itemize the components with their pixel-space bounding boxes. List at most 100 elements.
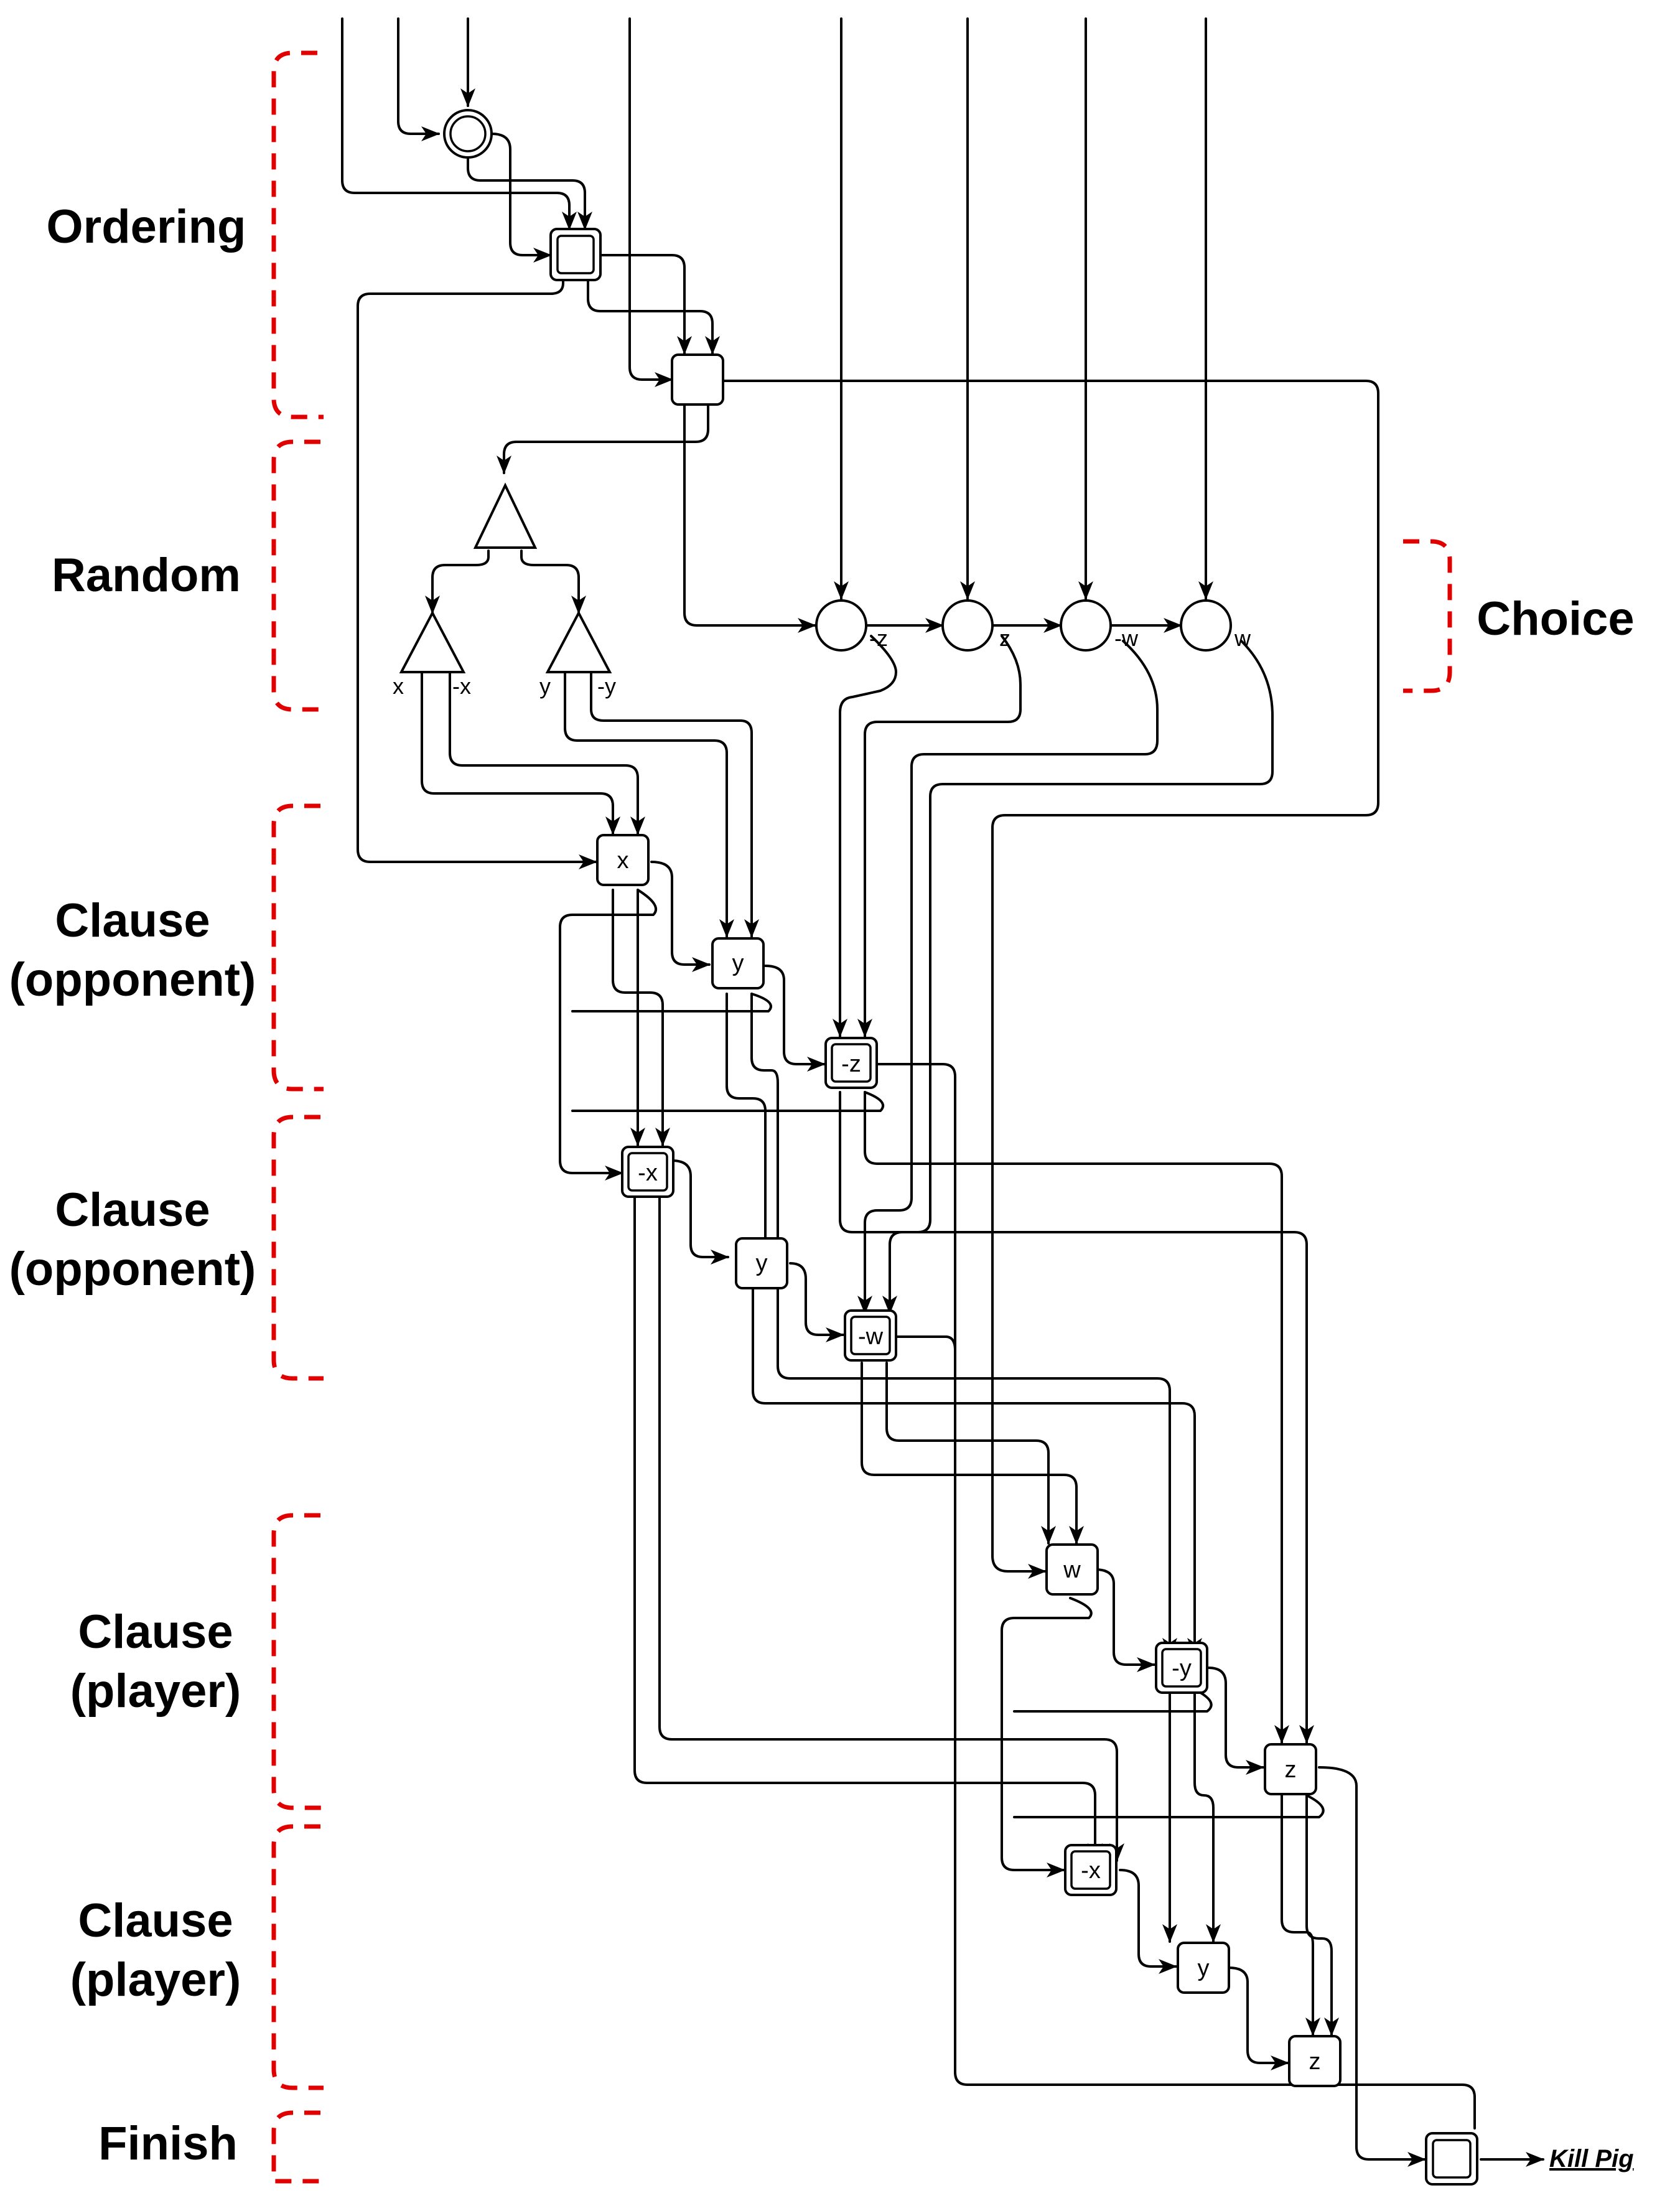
wire-y-to-c1y <box>564 671 734 938</box>
random-y-triangle <box>545 610 612 673</box>
wire-rand-left <box>425 549 490 614</box>
label-clause-opponent-2b: (opponent) <box>9 1243 256 1296</box>
c2-lit2: y <box>756 1250 768 1276</box>
label-clause-opponent-1b: (opponent) <box>9 953 256 1006</box>
random-nodes: x -x y -y <box>393 482 616 699</box>
wire-rand-right <box>520 549 586 614</box>
label-clause-opponent-2a: Clause <box>55 1184 210 1237</box>
wire-w-out <box>882 640 1274 1314</box>
wire-negz-out <box>833 635 897 1037</box>
choice-circle-2 <box>941 599 994 652</box>
brace-clause-opponent-1 <box>271 803 324 1092</box>
clause-player-2: -x y z <box>1064 1844 1342 2087</box>
label-clause-player-1b: (player) <box>70 1665 241 1718</box>
choice-nodes: -z z -w w <box>815 599 1251 652</box>
label-clause-player-1a: Clause <box>78 1606 233 1658</box>
port-z: z <box>999 625 1010 651</box>
port-neg-x: -x <box>452 673 471 699</box>
brace-choice <box>1403 539 1452 693</box>
wire-negw-out <box>857 640 1159 1314</box>
wire-p1z-down1 <box>1281 1794 1320 2036</box>
ordering-square <box>671 353 724 406</box>
wire-p1w-right <box>1094 1568 1155 1672</box>
label-random: Random <box>52 549 241 602</box>
wire-p2x-right <box>1119 1869 1177 1974</box>
clause-opponent-1: x y -z <box>596 834 878 1089</box>
p2-lit1-inner <box>1070 1850 1111 1890</box>
c2-lit1-inner <box>627 1152 668 1192</box>
wire-c1z-down2 <box>864 1091 1289 1744</box>
wire-top-4 <box>628 17 673 387</box>
wire-p1y-right <box>1207 1667 1264 1775</box>
wire-c2x-down2 <box>658 1187 1124 1862</box>
wire-c1z-loop <box>571 1091 885 1112</box>
c2-lit3-inner <box>850 1316 891 1355</box>
p1-lit1: w <box>1063 1557 1081 1583</box>
wire-c2y-down2 <box>777 1284 1177 1657</box>
clause-opponent-2: -x y -w <box>621 1146 897 1362</box>
wire-sq2-down <box>497 403 709 474</box>
p1-lit2: -y <box>1172 1655 1192 1681</box>
p1-lit2-inner <box>1161 1648 1202 1688</box>
p1-lit3: z <box>1285 1757 1297 1783</box>
wire-c2x-right <box>671 1159 729 1265</box>
wire-top-2 <box>397 17 440 141</box>
wire-c1z-down1 <box>839 1091 1314 1744</box>
wire-sq1-right <box>599 254 692 355</box>
wires <box>341 17 1544 2167</box>
wire-c2x-down1 <box>633 1187 1103 1862</box>
c2-lit1: -x <box>638 1160 658 1186</box>
wire-c2y-down1 <box>752 1284 1202 1657</box>
random-root-triangle <box>473 482 538 549</box>
c1-lit3-inner <box>831 1043 872 1083</box>
random-x-triangle <box>399 610 466 673</box>
port-x: x <box>393 673 404 699</box>
wire-sq1-left <box>357 279 597 869</box>
wire-c2w-down1 <box>861 1362 1084 1545</box>
ordering-double-square-inner <box>556 235 595 274</box>
wire-c1y-down2 <box>750 993 785 1271</box>
port-w: w <box>1234 625 1251 651</box>
label-clause-opponent-1a: Clause <box>55 894 210 947</box>
wire-circle-down <box>467 157 592 230</box>
wire-p1z-right <box>1318 1766 1426 2167</box>
wire-circle-right <box>490 133 552 263</box>
wire-x-to-c1x <box>421 671 620 835</box>
section-labels: Ordering Random Clause (opponent) Clause… <box>9 200 1635 2170</box>
c1-lit2: y <box>732 950 744 976</box>
p2-lit2: y <box>1198 1955 1210 1981</box>
wire-p2y-right <box>1228 1966 1289 2070</box>
brace-finish <box>271 2110 324 2184</box>
brace-clause-player-2 <box>271 1824 324 2090</box>
label-clause-player-2b: (player) <box>70 1953 241 2006</box>
finish-double-square-inner <box>1432 2139 1472 2179</box>
ordering-double-circle-inner <box>449 115 487 152</box>
wire-c2y-right <box>789 1262 844 1342</box>
p2-lit2-box <box>1177 1942 1230 1994</box>
brace-clause-opponent-2 <box>271 1115 324 1381</box>
choice-circle-3 <box>1060 599 1112 652</box>
wire-sq2-right <box>722 380 1379 1557</box>
wire-sq2-choice <box>683 403 816 633</box>
label-finish: Finish <box>98 2117 238 2170</box>
c1-lit2-box <box>711 937 765 989</box>
p2-lit3-box <box>1288 2035 1342 2087</box>
wire-p1y-down2 <box>1193 1688 1221 1943</box>
wire-c1y-down1 <box>726 993 773 1271</box>
port-neg-w: -w <box>1114 625 1139 651</box>
wire-top-1 <box>341 17 577 230</box>
wire-negy-to-c1y <box>590 671 759 938</box>
c2-lit2-box <box>735 1237 788 1289</box>
wire-c2w-down2 <box>885 1362 1056 1545</box>
p2-lit1: -x <box>1081 1858 1101 1884</box>
wire-z-out <box>857 635 1022 1037</box>
brace-random <box>271 439 324 712</box>
c1-lit3: -z <box>841 1051 861 1077</box>
choice-circle-1 <box>815 599 867 652</box>
wire-negx-to-c1x <box>449 671 645 835</box>
wire-c1x-loop <box>559 889 658 1181</box>
wire-c2w-right <box>895 1335 956 1352</box>
label-ordering: Ordering <box>47 200 246 253</box>
port-neg-z: -z <box>869 625 888 651</box>
